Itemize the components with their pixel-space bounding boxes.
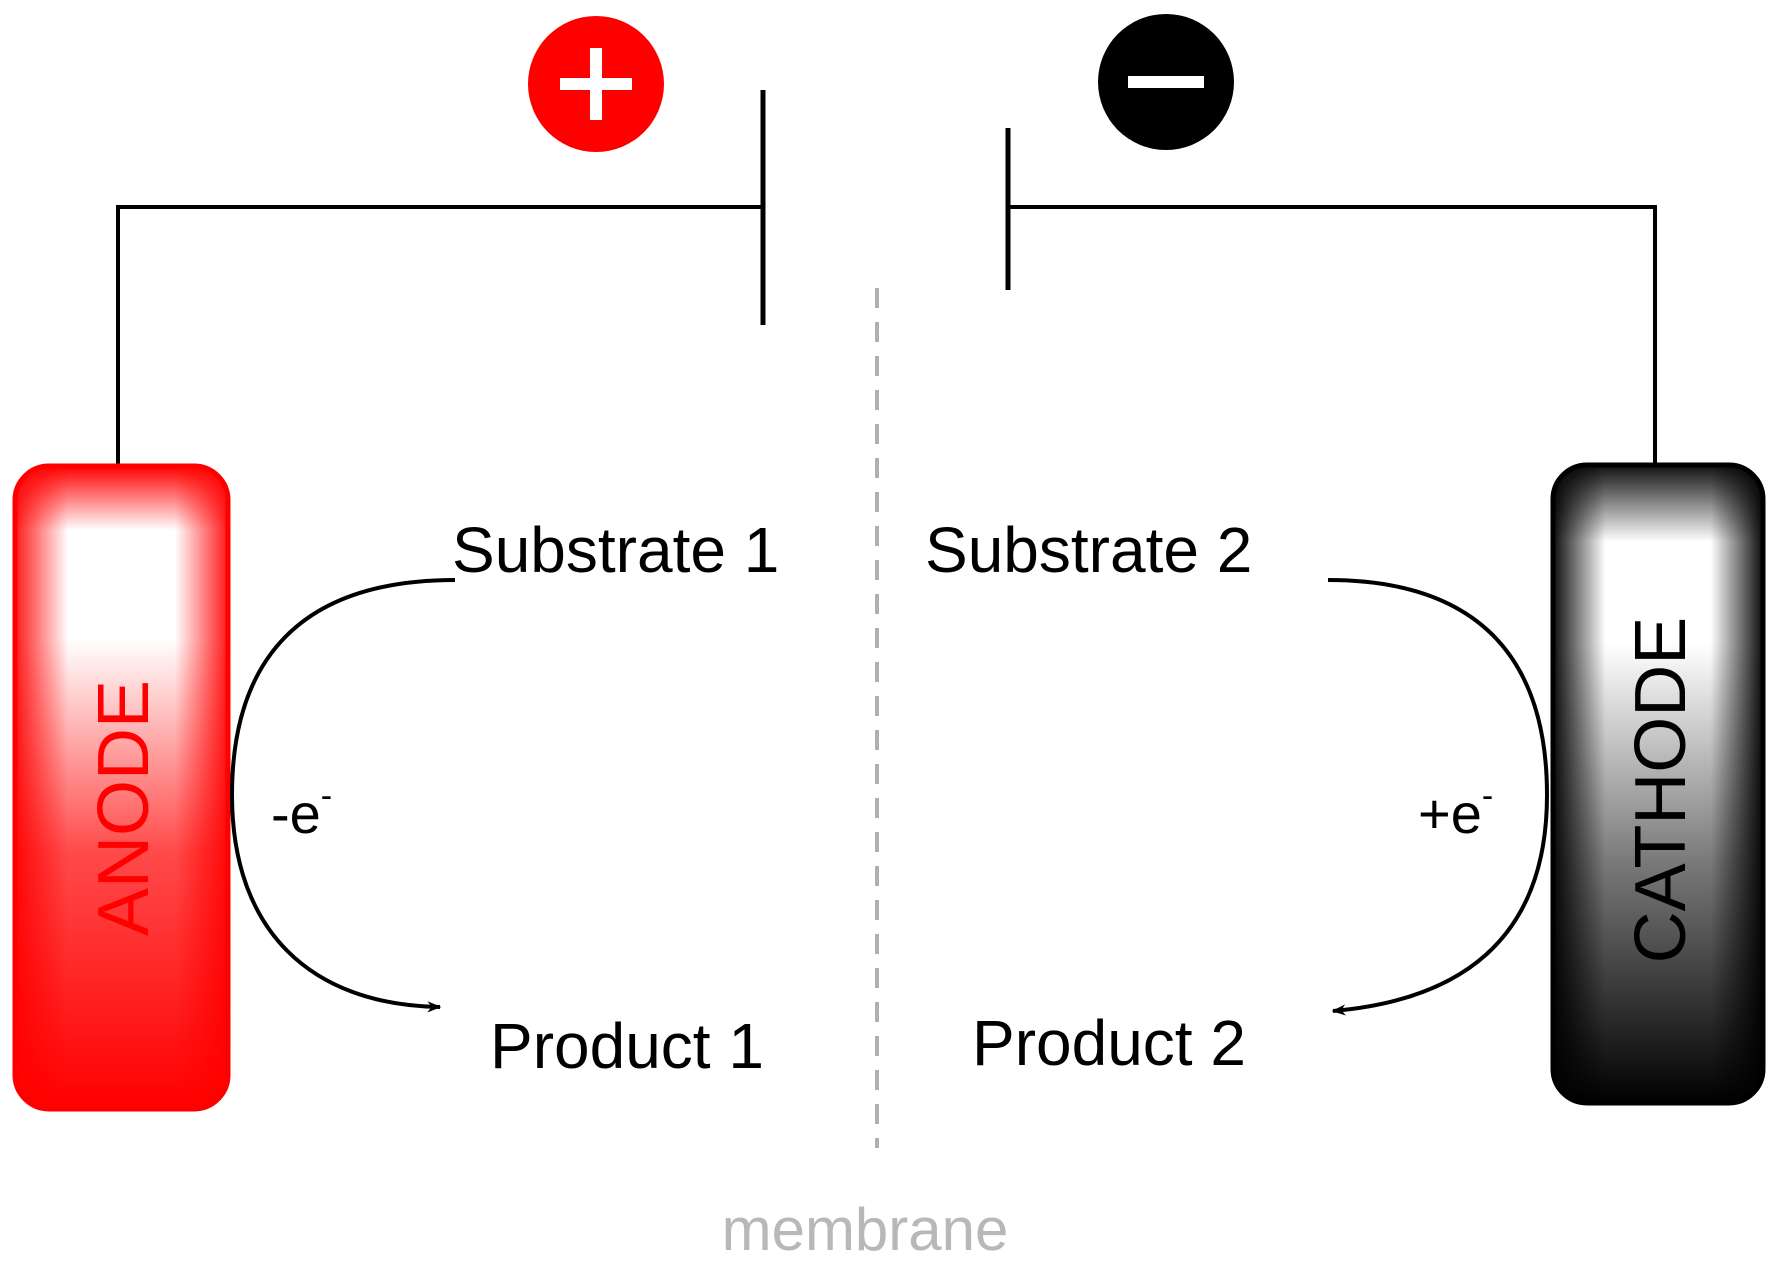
- anode-wire: [116, 205, 763, 470]
- electron-gain-superscript: -: [1482, 777, 1493, 815]
- electron-gain-text: +e: [1418, 782, 1482, 845]
- oxidation-arrow: [229, 578, 456, 1013]
- cathode-label: CATHODE: [1621, 617, 1701, 964]
- electron-loss-text: -e: [271, 782, 321, 845]
- circuit-wires: [116, 205, 1657, 470]
- reduction-arrow: [1327, 578, 1550, 1016]
- power-source: [760, 90, 1011, 325]
- reaction-arrows: [229, 578, 1550, 1016]
- product-2-label: Product 2: [972, 1007, 1246, 1079]
- electron-loss-label: -e-: [271, 777, 332, 845]
- substrate-1-label: Substrate 1: [452, 514, 779, 586]
- substrate-2-label: Substrate 2: [925, 514, 1252, 586]
- positive-terminal-badge: [528, 16, 664, 152]
- electron-gain-label: +e-: [1418, 777, 1493, 845]
- cathode-wire: [1008, 205, 1657, 465]
- anode-label: ANODE: [84, 680, 164, 936]
- electron-loss-superscript: -: [321, 777, 332, 815]
- anode-electrode: ANODE: [12, 463, 231, 1112]
- cathode-electrode: CATHODE: [1550, 462, 1766, 1106]
- negative-terminal-badge: [1098, 14, 1234, 150]
- membrane-label: membrane: [722, 1196, 1009, 1263]
- product-1-label: Product 1: [490, 1010, 764, 1082]
